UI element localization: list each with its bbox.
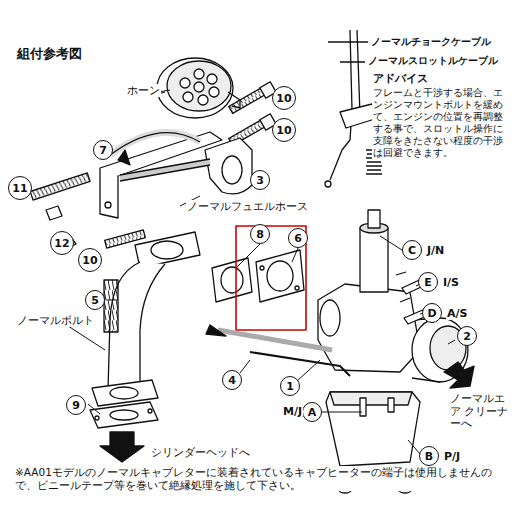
gasket: [212, 250, 304, 302]
callout-number: 9: [72, 400, 80, 411]
callout-circle: 2: [457, 326, 477, 346]
carburetor: [318, 150, 468, 382]
callout-circle: D: [422, 303, 442, 323]
direction-arrow: [444, 362, 474, 388]
callout-number: 2: [463, 331, 471, 342]
part-label: ノーマルボルト: [16, 314, 95, 327]
part-label: ノーマルスロットルケーブル: [367, 55, 499, 67]
part-label: M/J: [282, 405, 303, 418]
hose: [206, 325, 350, 376]
callout-circle: A: [302, 402, 322, 422]
callout-number: 10: [276, 125, 291, 136]
part-label: I/S: [442, 276, 460, 289]
intake-manifold: [92, 230, 200, 406]
advice-text: フレームと干渉する場合、エンジンマウントボルトを緩めて、エンジンの位置を再調整す…: [372, 87, 510, 159]
gasket: [90, 402, 158, 428]
callout-circle: 4: [222, 370, 242, 390]
callout-circle: 12: [50, 231, 74, 255]
callout-circle: 1: [280, 376, 300, 396]
callout-circle: B: [419, 446, 439, 466]
part-label: ノーマルエア クリーナーへ: [449, 392, 511, 430]
callout-number: 10: [276, 93, 291, 104]
callout-circle: 7: [93, 140, 113, 160]
callout-number: 11: [12, 183, 27, 194]
fuel-cock: [120, 138, 252, 194]
cable: [325, 30, 378, 187]
callout-circle: 8: [250, 224, 270, 244]
callout-circle: 10: [272, 86, 296, 110]
callout-number: B: [425, 451, 433, 462]
callout-circle: E: [418, 272, 438, 292]
callout-number: C: [408, 245, 416, 256]
callout-circle: 10: [272, 118, 296, 142]
highlight-frame: [236, 226, 306, 330]
part-label: ノーマルフュエルホース: [186, 200, 309, 213]
part-label: J/N: [426, 244, 445, 257]
callout-number: 4: [228, 375, 236, 386]
callout-circle: C: [402, 240, 422, 260]
callout-number: 6: [294, 233, 302, 244]
callout-circle: 3: [250, 170, 270, 190]
callout-number: 12: [54, 238, 69, 249]
part-label: アドバイス: [372, 72, 429, 85]
callout-circle: 6: [288, 228, 308, 248]
callout-circle: 9: [66, 395, 86, 415]
part-label: シリンダーヘッドへ: [150, 446, 251, 459]
callout-number: 8: [256, 229, 264, 240]
part-label: A/S: [446, 307, 468, 320]
callout-number: 1: [286, 381, 294, 392]
part-label: P/J: [443, 450, 461, 463]
bolt: [229, 82, 277, 146]
callout-number: 5: [91, 295, 99, 306]
title: 組付参考図: [16, 46, 83, 62]
callout-number: 10: [82, 255, 97, 266]
part-label: ノーマルチョークケーブル: [370, 36, 492, 48]
part-label: ホーン: [126, 84, 161, 97]
callout-number: D: [427, 308, 436, 319]
callout-circle: 11: [8, 176, 32, 200]
callout-number: E: [424, 277, 432, 288]
callout-circle: 10: [78, 248, 102, 272]
callout-circle: 5: [85, 290, 105, 310]
horn: [155, 58, 240, 118]
callout-number: A: [308, 407, 317, 418]
note: ※AA01モデルのノーマルキャブレターに装着されているキャブヒーターの端子は使用…: [14, 466, 508, 491]
bolt: [30, 173, 90, 250]
callout-number: 7: [99, 145, 107, 156]
callout-number: 3: [256, 175, 264, 186]
direction-arrow: [100, 432, 144, 462]
